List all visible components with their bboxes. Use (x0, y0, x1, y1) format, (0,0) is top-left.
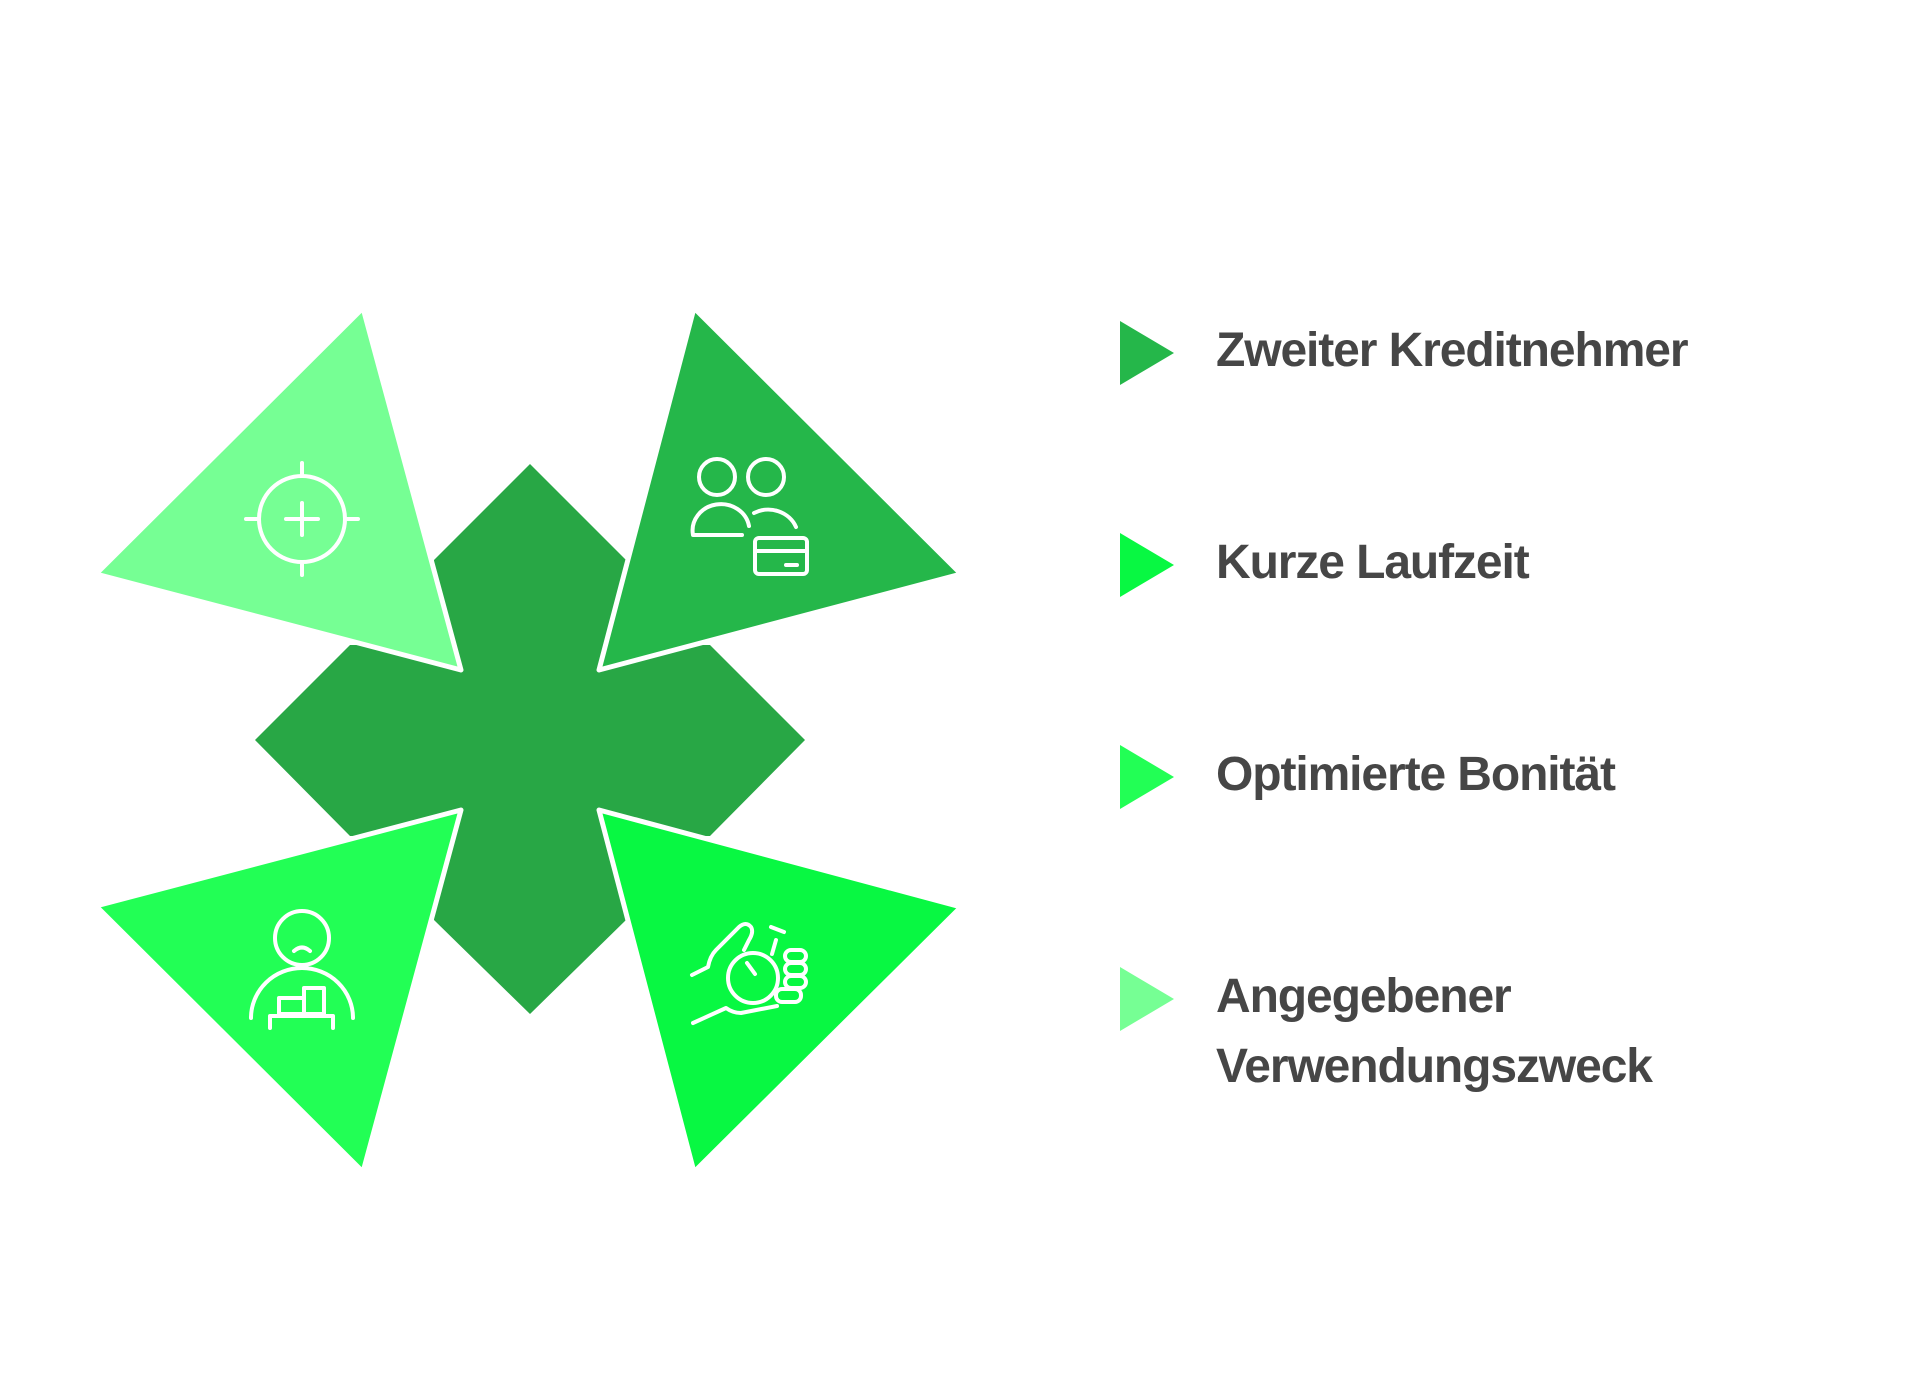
triangle-bullet-icon (1120, 745, 1174, 809)
two-people-credit-card-icon (690, 457, 809, 576)
legend-label: Angegebener Verwendungszweck (1216, 970, 1653, 1093)
hand-holding-stopwatch-icon (690, 922, 808, 1025)
triangle-bullet-icon (1120, 321, 1174, 385)
crosshair-target-icon (244, 461, 360, 577)
legend-item: Angegebener Verwendungszweck (1120, 967, 1776, 1102)
petal-bottom-left (93, 807, 464, 1175)
petal-top-left (93, 305, 464, 673)
legend-item: Kurze Laufzeit (1120, 533, 1776, 598)
petal-bottom-left-shape (93, 807, 464, 1175)
legend-label: Zweiter Kreditnehmer (1216, 324, 1689, 377)
center-cross (255, 464, 805, 1014)
petal-top-right (596, 305, 964, 673)
legend-item: Zweiter Kreditnehmer (1120, 321, 1776, 386)
petal-top-left-shape (93, 305, 464, 673)
triangle-bullet-icon (1120, 533, 1174, 597)
legend-item: Optimierte Bonität (1120, 745, 1776, 810)
petal-bottom-right (596, 807, 964, 1175)
person-with-boxes-icon (249, 909, 355, 1030)
legend-label: Optimierte Bonität (1216, 748, 1616, 801)
triangle-bullet-icon (1120, 967, 1174, 1031)
legend-label: Kurze Laufzeit (1216, 536, 1530, 589)
